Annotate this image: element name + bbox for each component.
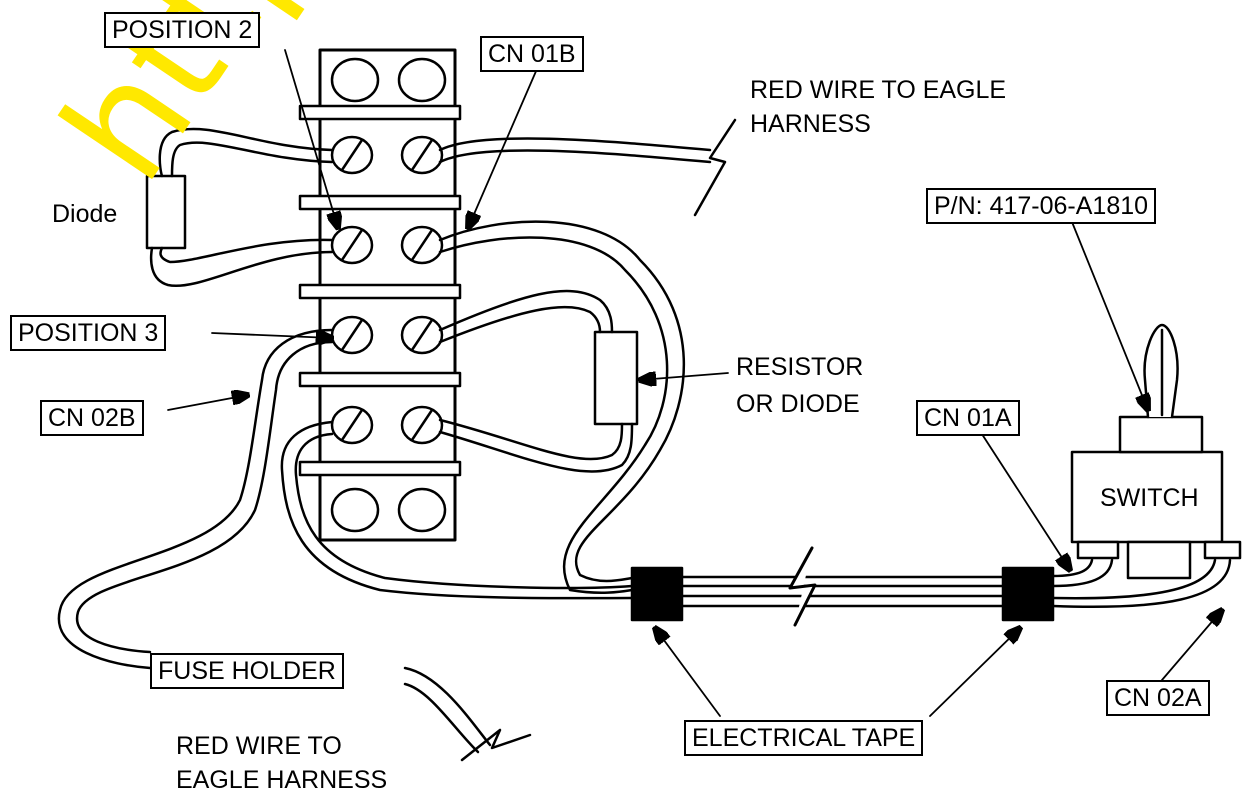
label-cn-01a: CN 01A (916, 400, 1020, 436)
terminal-separator (298, 283, 462, 300)
mounting-hole (330, 487, 380, 533)
terminal-screw (400, 405, 444, 445)
label-position-3: POSITION 3 (10, 315, 167, 351)
label-red-wire-top-line1: RED WIRE TO EAGLE (750, 76, 1007, 104)
wire-harness (680, 546, 1005, 627)
diode-component (145, 127, 334, 288)
terminal-screw (400, 225, 444, 265)
leader-arrows (167, 49, 1222, 717)
label-red-wire-top-line2: HARNESS (750, 110, 871, 138)
fuse-wire (57, 328, 532, 762)
label-switch: SWITCH (1100, 484, 1199, 512)
terminal-separator (298, 460, 462, 477)
switch-wires (1051, 558, 1232, 609)
mounting-hole (330, 57, 380, 103)
label-electrical-tape: ELECTRICAL TAPE (684, 720, 924, 756)
terminal-separator (298, 371, 462, 388)
terminal-separator (298, 104, 462, 121)
label-part-number: P/N: 417-06-A1810 (926, 188, 1157, 224)
label-cn-02a: CN 02A (1106, 680, 1210, 716)
terminal-screw (330, 225, 374, 265)
terminal-screw (400, 315, 444, 355)
terminal-screw (330, 135, 374, 175)
resistor-component (438, 289, 639, 473)
electrical-tape-left (630, 566, 684, 622)
label-fuse-holder: FUSE HOLDER (150, 653, 344, 689)
label-red-wire-bottom-line2: EAGLE HARNESS (176, 766, 388, 794)
wire-to-tape-upper (438, 220, 686, 594)
red-wire-top (438, 118, 737, 217)
label-diode: Diode (52, 200, 118, 228)
electrical-tape-right (1001, 566, 1055, 622)
switch-body (1070, 323, 1242, 580)
label-red-wire-bottom-line1: RED WIRE TO (176, 732, 342, 760)
wire-to-tape-lower (280, 420, 634, 600)
terminal-screw (330, 315, 374, 355)
label-resistor-line2: OR DIODE (736, 390, 860, 418)
label-cn-01b: CN 01B (480, 36, 584, 72)
terminal-screw (400, 135, 444, 175)
label-position-2: POSITION 2 (104, 12, 261, 48)
mounting-hole (397, 57, 447, 103)
terminal-block (298, 48, 462, 542)
terminal-screw (330, 405, 374, 445)
label-cn-02b: CN 02B (40, 400, 144, 436)
mounting-hole (397, 487, 447, 533)
terminal-separator (298, 194, 462, 211)
label-resistor-line1: RESISTOR (736, 353, 864, 381)
